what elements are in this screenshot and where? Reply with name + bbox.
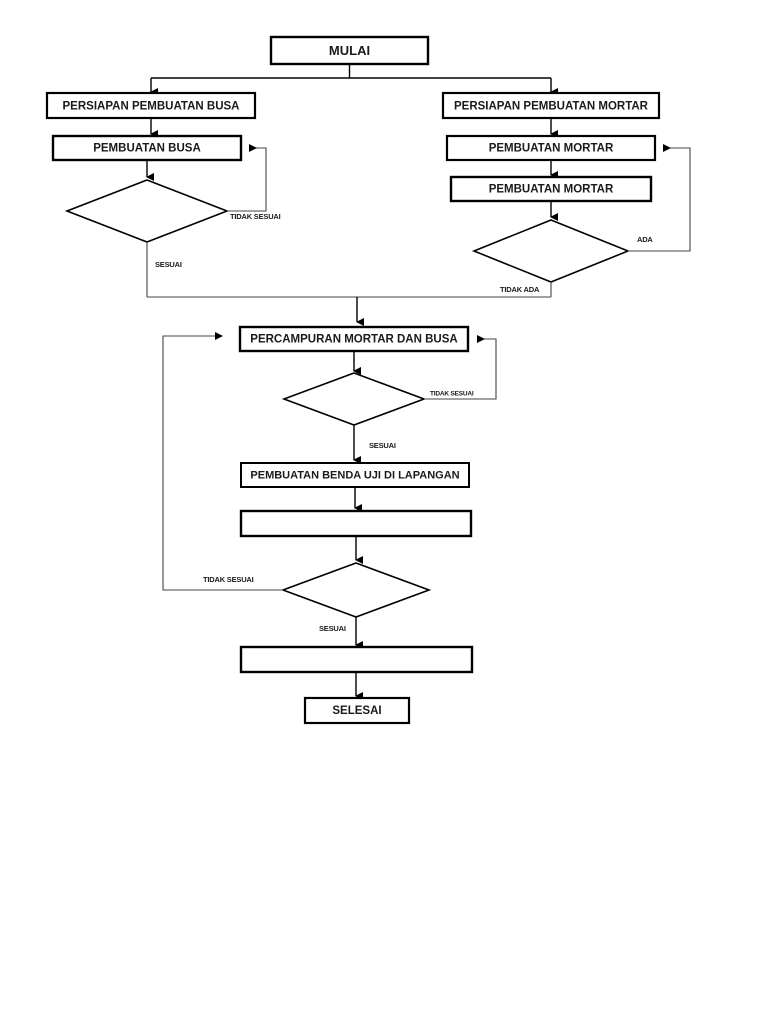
node-selesai[interactable]: SELESAI	[303, 696, 411, 725]
conn-uji-tidak-sesuai-loop	[162, 332, 283, 591]
node-decision-campuran[interactable]	[281, 372, 427, 426]
conn-busa-tidak-sesuai-loop	[227, 144, 267, 212]
label-busa-sesuai-text: SESUAI	[155, 260, 182, 269]
node-decision-mortar[interactable]	[471, 219, 631, 283]
node-persiapan-pembuatan-busa-label: PERSIAPAN PEMBUATAN BUSA	[63, 101, 240, 113]
node-pembuatan-benda-uji-label: PEMBUATAN BENDA UJI DI LAPANGAN	[250, 469, 459, 481]
conn-campuran-tidak-sesuai-loop	[424, 335, 497, 400]
node-pembuatan-busa[interactable]: PEMBUATAN BUSA	[51, 134, 243, 162]
node-pembuatan-mortar-1-label: PEMBUATAN MORTAR	[489, 143, 614, 155]
node-mulai-label: MULAI	[329, 43, 370, 58]
label-busa-tidak-sesuai: TIDAK SESUAI	[230, 212, 281, 221]
label-uji-tidak-sesuai: TIDAK SESUAI	[203, 575, 254, 584]
node-pembuatan-benda-uji[interactable]: PEMBUATAN BENDA UJI DI LAPANGAN	[240, 462, 470, 488]
node-persiapan-pembuatan-busa[interactable]: PERSIAPAN PEMBUATAN BUSA	[45, 91, 257, 120]
label-campuran-tidak-sesuai: TIDAK SESUAI	[430, 391, 474, 398]
label-campuran-tidak-sesuai-text: TIDAK SESUAI	[430, 391, 474, 398]
node-pembuatan-mortar-2-label: PEMBUATAN MORTAR	[489, 184, 614, 196]
label-uji-sesuai: SESUAI	[319, 624, 346, 633]
label-campuran-sesuai-text: SESUAI	[369, 441, 396, 450]
label-busa-tidak-sesuai-text: TIDAK SESUAI	[230, 212, 281, 221]
node-blank-box-2[interactable]	[239, 645, 474, 674]
node-selesai-label: SELESAI	[332, 705, 381, 717]
node-percampuran-mortar-dan-busa[interactable]: PERCAMPURAN MORTAR DAN BUSA	[238, 325, 470, 353]
node-mulai[interactable]: MULAI	[269, 35, 430, 66]
label-mortar-tidak-ada: TIDAK ADA	[500, 285, 540, 294]
node-decision-busa[interactable]	[64, 179, 230, 243]
label-mortar-ada: ADA	[637, 235, 654, 244]
label-mortar-ada-text: ADA	[637, 235, 653, 244]
node-blank-box-1[interactable]	[239, 509, 473, 538]
node-pembuatan-mortar-2[interactable]: PEMBUATAN MORTAR	[449, 175, 653, 203]
node-pembuatan-busa-label: PEMBUATAN BUSA	[93, 143, 201, 155]
label-campuran-sesuai: SESUAI	[369, 441, 396, 450]
node-decision-uji[interactable]	[280, 562, 432, 618]
conn-mortar-ada-loop	[628, 144, 691, 252]
node-persiapan-pembuatan-mortar[interactable]: PERSIAPAN PEMBUATAN MORTAR	[441, 91, 661, 120]
label-uji-tidak-sesuai-text: TIDAK SESUAI	[203, 575, 254, 584]
label-busa-sesuai: SESUAI	[155, 260, 182, 269]
node-pembuatan-mortar-1[interactable]: PEMBUATAN MORTAR	[445, 134, 657, 162]
node-persiapan-pembuatan-mortar-label: PERSIAPAN PEMBUATAN MORTAR	[454, 101, 649, 113]
label-uji-sesuai-text: SESUAI	[319, 624, 346, 633]
label-mortar-tidak-ada-text: TIDAK ADA	[500, 285, 540, 294]
node-percampuran-label: PERCAMPURAN MORTAR DAN BUSA	[250, 334, 457, 346]
